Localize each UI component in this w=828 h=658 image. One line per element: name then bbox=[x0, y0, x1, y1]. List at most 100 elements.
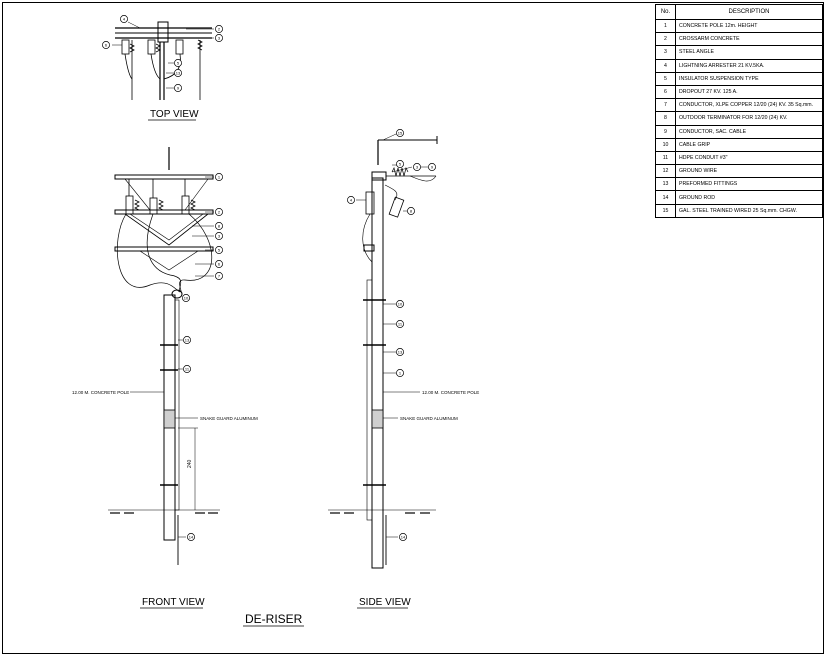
callout-side-4: 4 bbox=[347, 196, 355, 204]
callout-side-7: 11 bbox=[396, 320, 404, 328]
drawing-title: DE-RISER bbox=[245, 612, 303, 626]
callout-circle bbox=[215, 232, 223, 240]
callout-circle bbox=[215, 173, 223, 181]
callout-top-6: 9 bbox=[174, 84, 182, 92]
callout-front-9: 11 bbox=[183, 365, 191, 373]
callout-number: 14 bbox=[401, 535, 406, 540]
callout-top-0: 4 bbox=[120, 15, 128, 23]
callout-number: 1 bbox=[218, 175, 221, 180]
callout-front-10: 14 bbox=[187, 533, 195, 541]
callout-side-3: 9 bbox=[428, 163, 436, 171]
legend-item-description: GROUND WIRE bbox=[675, 164, 823, 179]
legend-item-number: 7 bbox=[655, 98, 676, 113]
callout-circle bbox=[215, 246, 223, 254]
callout-circle bbox=[347, 196, 355, 204]
side-view-label: SIDE VIEW bbox=[359, 597, 411, 608]
top-view-label: TOP VIEW bbox=[150, 109, 199, 120]
callout-circle bbox=[215, 260, 223, 268]
callout-circle bbox=[396, 300, 404, 308]
callout-circle bbox=[183, 336, 191, 344]
callout-number: 5 bbox=[218, 248, 221, 253]
legend-item-number: 6 bbox=[655, 84, 676, 100]
callout-circle bbox=[174, 69, 182, 77]
callout-circle bbox=[396, 348, 404, 356]
legend-item-description: PREFORMED FITTINGS bbox=[675, 177, 823, 192]
callout-front-8: 13 bbox=[183, 336, 191, 344]
callout-number: 10 bbox=[398, 302, 403, 307]
callout-number: 14 bbox=[189, 535, 194, 540]
callout-number: 6 bbox=[218, 262, 221, 267]
front-view-label: FRONT VIEW bbox=[142, 597, 205, 608]
legend-item-description: CONDUCTOR, XLPE COPPER 12/20 (24) KV. 35… bbox=[675, 98, 823, 113]
callout-side-8: 13 bbox=[396, 348, 404, 356]
legend-item-number: 3 bbox=[655, 45, 676, 60]
callout-circle bbox=[396, 320, 404, 328]
legend-item-description: CABLE GRIP bbox=[675, 137, 823, 152]
callout-circle bbox=[215, 34, 223, 42]
legend-item-number: 12 bbox=[655, 164, 676, 179]
callout-circle bbox=[396, 129, 404, 137]
callout-number: 3 bbox=[416, 165, 419, 170]
callout-number: 6 bbox=[105, 43, 108, 48]
callout-side-0: 15 bbox=[396, 129, 404, 137]
callout-side-1: 5 bbox=[396, 160, 404, 168]
legend-item-description: CONDUCTOR, SAC. CABLE bbox=[675, 124, 823, 139]
pole-annotation-front: 12.00 M. CONCRETE POLE bbox=[72, 390, 129, 395]
callout-circle bbox=[413, 163, 421, 171]
callout-number: 10 bbox=[184, 296, 189, 301]
legend-item-number: 5 bbox=[655, 71, 676, 86]
callout-number: 8 bbox=[218, 224, 221, 229]
legend-item-description: OUTDOOR TERMINATOR FOR 12/20 (24) KV. bbox=[675, 111, 823, 126]
legend-item-description: DROPOUT 27 KV. 125 A. bbox=[675, 84, 823, 100]
legend-item-description: GAL. STEEL TRAINED WIRED 25 Sq.mm. CHGW. bbox=[675, 203, 823, 218]
callout-number: 2 bbox=[218, 27, 221, 32]
legend-header-no: No. bbox=[655, 4, 676, 20]
callout-circle bbox=[174, 59, 182, 67]
legend-item-number: 11 bbox=[655, 150, 676, 166]
callout-top-1: 2 bbox=[215, 25, 223, 33]
snake-guard-annotation-front: SNAKE GUARD ALUMINUM bbox=[200, 416, 258, 421]
callout-number: 3 bbox=[218, 36, 221, 41]
dimension-label: 240 bbox=[187, 459, 193, 468]
callout-circle bbox=[120, 15, 128, 23]
callout-number: 11 bbox=[185, 367, 190, 372]
callout-number: 9 bbox=[431, 165, 434, 170]
callout-front-2: 8 bbox=[215, 222, 223, 230]
legend-item-number: 1 bbox=[655, 18, 676, 34]
callout-number: 15 bbox=[398, 131, 403, 136]
top-view bbox=[112, 21, 214, 100]
snake-guard-annotation-side: SNAKE GUARD ALUMINUM bbox=[400, 416, 458, 421]
callout-number: 3 bbox=[218, 234, 221, 239]
callout-side-9: 1 bbox=[396, 369, 404, 377]
legend-header-row: No. DESCRIPTION bbox=[655, 4, 823, 20]
callout-number: 4 bbox=[123, 17, 126, 22]
callout-circle bbox=[396, 369, 404, 377]
legend-item-description: GROUND ROD bbox=[675, 190, 823, 205]
side-view bbox=[328, 133, 438, 569]
legend-item-number: 14 bbox=[655, 190, 676, 205]
legend-item-number: 13 bbox=[655, 177, 676, 192]
legend-item-number: 10 bbox=[655, 137, 676, 152]
callout-side-5: 8 bbox=[407, 207, 415, 215]
callout-top-4: 5 bbox=[174, 59, 182, 67]
callout-front-5: 6 bbox=[215, 260, 223, 268]
callout-number: 13 bbox=[176, 71, 181, 76]
callout-circle bbox=[215, 222, 223, 230]
legend-item-number: 2 bbox=[655, 32, 676, 47]
legend-item-description: CONCRETE POLE 12m. HEIGHT bbox=[675, 18, 823, 34]
legend-item-number: 4 bbox=[655, 58, 676, 73]
callout-side-10: 14 bbox=[399, 533, 407, 541]
legend-item-description: LIGHTNING ARRESTER 21 KV.5KA. bbox=[675, 58, 823, 73]
